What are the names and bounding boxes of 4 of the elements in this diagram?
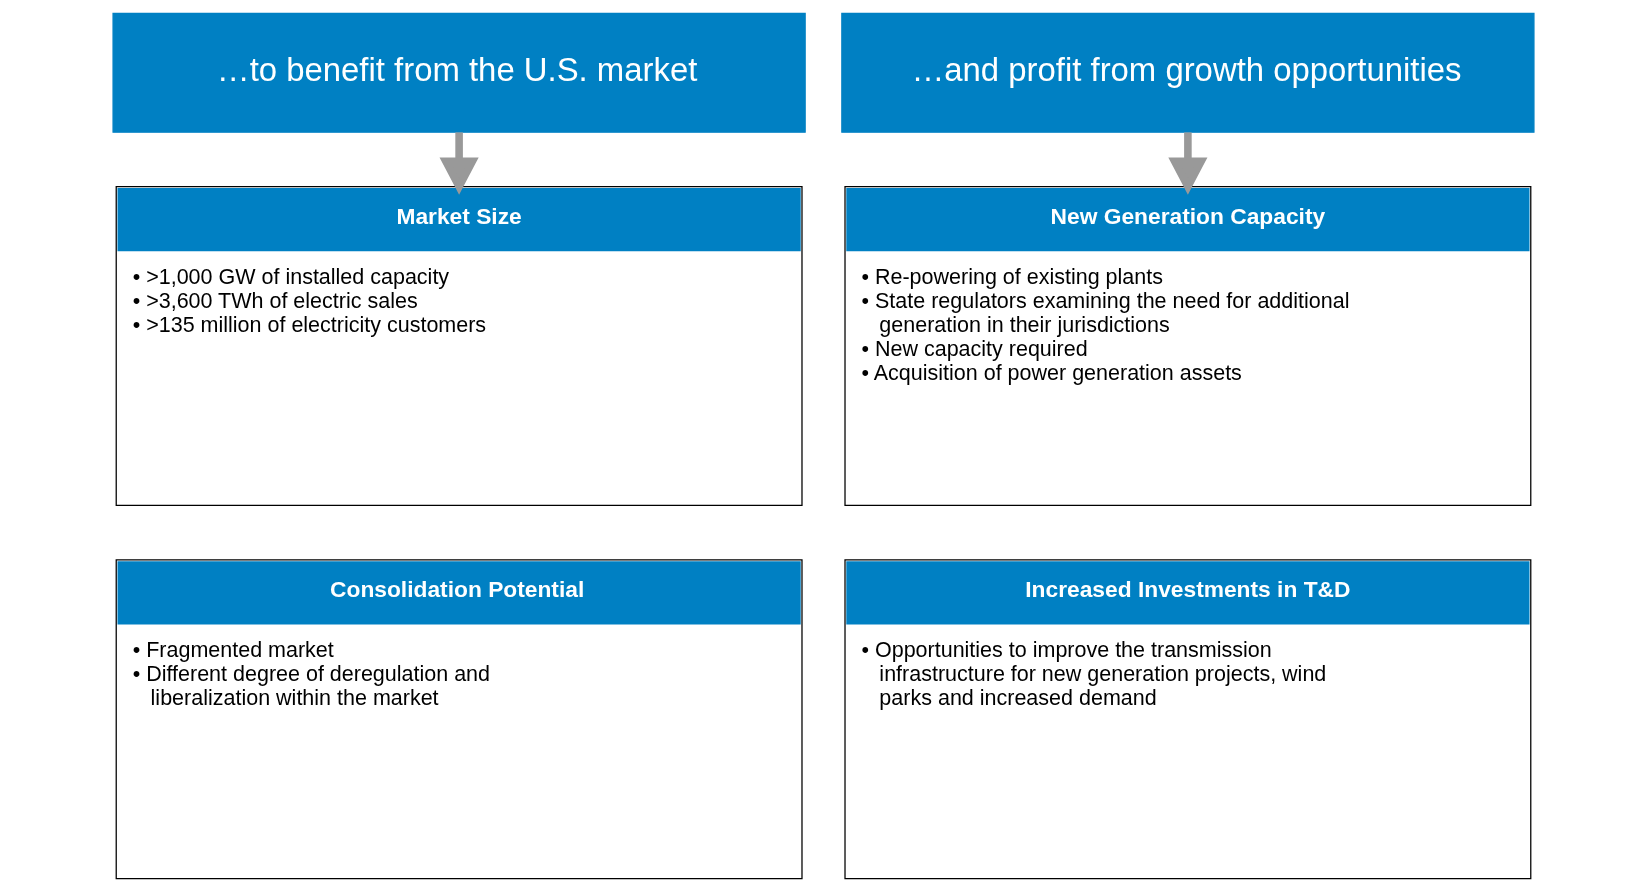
node-box: …to benefit from the U.S. market <box>111 12 806 133</box>
node-box: …and profit from growth opportunities <box>840 12 1535 133</box>
arrow <box>439 132 479 195</box>
arrow <box>1167 132 1207 195</box>
